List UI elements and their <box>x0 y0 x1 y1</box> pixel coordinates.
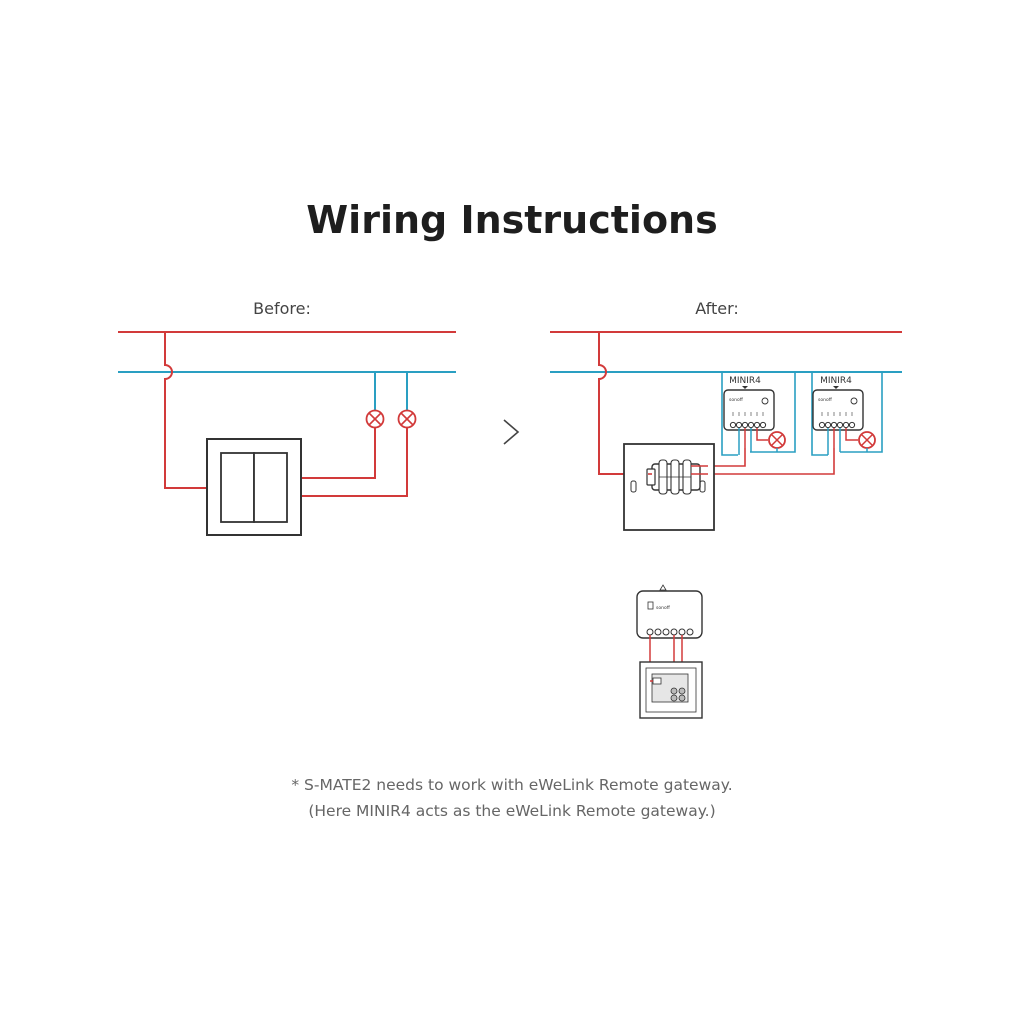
lamp-icon <box>397 409 417 429</box>
svg-text:sonoff: sonoff <box>656 605 671 611</box>
double-wall-switch <box>206 438 302 536</box>
after-label: After: <box>695 299 739 318</box>
chevron-right-icon <box>503 419 520 445</box>
lamp-icon <box>768 431 786 449</box>
detail-diagram: sonoff <box>636 584 703 719</box>
after-diagram: MINIR4 sonoff <box>550 331 902 531</box>
svg-text:sonoff: sonoff <box>818 397 833 403</box>
page-title: Wiring Instructions <box>306 198 718 242</box>
lamp-icon <box>365 409 385 429</box>
before-label: Before: <box>253 299 311 318</box>
svg-text:MINIR4: MINIR4 <box>820 376 852 386</box>
before-diagram <box>118 331 456 536</box>
smate2-wall-box <box>623 443 715 531</box>
lamp-icon <box>858 431 876 449</box>
minir4-module-2: MINIR4 sonoff <box>812 376 864 431</box>
svg-text:MINIR4: MINIR4 <box>729 376 761 386</box>
svg-text:sonoff: sonoff <box>729 397 744 403</box>
gateway-note-line1: * S-MATE2 needs to work with eWeLink Rem… <box>291 776 733 794</box>
minir4-module-1: MINIR4 sonoff <box>723 376 775 431</box>
live-drop-before <box>164 332 206 489</box>
gateway-note-line2: (Here MINIR4 acts as the eWeLink Remote … <box>308 802 716 820</box>
